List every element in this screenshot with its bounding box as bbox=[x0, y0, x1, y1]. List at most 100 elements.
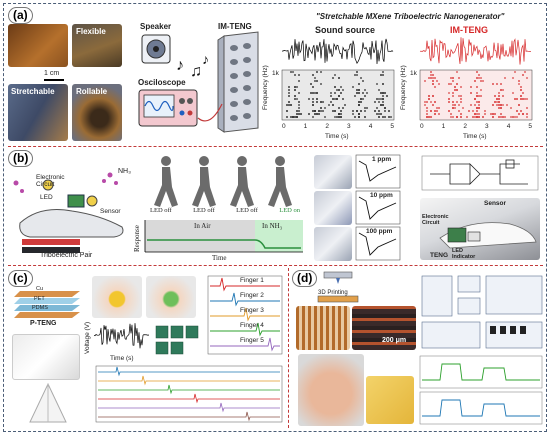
spectrogram-cell bbox=[498, 101, 500, 103]
spectrogram-cell bbox=[498, 92, 500, 94]
spectrogram-cell bbox=[324, 116, 326, 118]
spectrogram-cell bbox=[478, 104, 480, 106]
spectrogram-cell bbox=[288, 104, 290, 106]
spectrogram-cell bbox=[318, 110, 320, 112]
spectrogram-cell bbox=[298, 92, 300, 94]
circuit-teng-label: TENG bbox=[430, 252, 449, 259]
speaker-icon bbox=[141, 34, 171, 64]
im-teng-waveform bbox=[419, 37, 532, 65]
spectrogram-cell bbox=[450, 116, 452, 118]
waveform-trace bbox=[281, 38, 394, 65]
spectrogram-cell bbox=[452, 101, 454, 103]
spectrogram-cell bbox=[354, 95, 356, 97]
response-plot bbox=[144, 220, 303, 253]
svg-text:♪: ♪ bbox=[176, 57, 184, 74]
spectrogram-cell bbox=[468, 110, 470, 112]
spectrogram-cell bbox=[510, 107, 512, 109]
spectrogram-cell bbox=[476, 95, 478, 97]
waveform-trace bbox=[419, 37, 532, 65]
folded-fabric-icon bbox=[29, 382, 67, 423]
spectrogram-cell bbox=[294, 74, 296, 76]
channel-trace bbox=[98, 411, 280, 422]
spectrogram-cell bbox=[460, 101, 462, 103]
spectrogram-cell bbox=[456, 83, 458, 85]
ppm-label-3: 100 ppm bbox=[366, 228, 393, 235]
spectrogram-cell bbox=[526, 113, 528, 115]
spectrogram-cell bbox=[500, 113, 502, 115]
gesture-plot-frame bbox=[419, 391, 543, 425]
spectrogram-cell bbox=[332, 77, 334, 79]
spectrogram-cell bbox=[500, 104, 502, 106]
spectrogram-cell bbox=[514, 98, 516, 100]
spectrogram-cell bbox=[308, 113, 310, 115]
spectrogram-cell bbox=[354, 116, 356, 118]
spectrogram-cell bbox=[334, 86, 336, 88]
spectrogram-cell bbox=[482, 116, 484, 118]
spectrogram-cell bbox=[458, 95, 460, 97]
spectrogram-cell bbox=[340, 116, 342, 118]
spectrogram-cell bbox=[456, 101, 458, 103]
gesture-trace bbox=[422, 363, 540, 381]
spectrogram-cell bbox=[364, 89, 366, 91]
time-tick: 2 bbox=[325, 123, 329, 130]
p-teng-label: P-TENG bbox=[30, 320, 57, 327]
im-teng-device-label: IM-TENG bbox=[218, 22, 252, 31]
spectrogram-cell bbox=[356, 92, 358, 94]
spectrogram-cell bbox=[352, 110, 354, 112]
spectrogram-cell bbox=[490, 113, 492, 115]
spectrogram-cell bbox=[498, 95, 500, 97]
spectrogram-cell bbox=[502, 95, 504, 97]
channel-trace bbox=[98, 384, 280, 395]
spectrogram-cell bbox=[358, 83, 360, 85]
spectrogram-cell bbox=[448, 83, 450, 85]
led-state-row: LED off LED off LED off LED on bbox=[150, 207, 300, 214]
spectrogram-cell bbox=[378, 113, 380, 115]
spectrogram-cell bbox=[522, 113, 524, 115]
sensor-photo-2 bbox=[314, 191, 352, 225]
layer-pet: PET bbox=[34, 296, 45, 302]
spectrogram-cell bbox=[512, 92, 514, 94]
spectrogram-cell bbox=[296, 110, 298, 112]
spectrogram-cell bbox=[524, 98, 526, 100]
spectrogram-cell bbox=[520, 86, 522, 88]
spectrogram-cell bbox=[476, 86, 478, 88]
spectrogram-cell bbox=[382, 101, 384, 103]
spectrogram-cell bbox=[424, 101, 426, 103]
spectrogram-cell bbox=[436, 110, 438, 112]
spectrogram-cell bbox=[382, 92, 384, 94]
spectrogram-cell bbox=[498, 116, 500, 118]
spectrogram-cell bbox=[480, 77, 482, 79]
spectrogram-cell bbox=[386, 95, 388, 97]
spectrogram-cell bbox=[426, 113, 428, 115]
spectrogram-cell bbox=[430, 71, 432, 73]
in-nh3-label: In NH₃ bbox=[262, 222, 283, 230]
im-teng-spectrogram bbox=[419, 69, 533, 121]
teng-freq-tick: 1k bbox=[410, 70, 417, 77]
spectrogram-cell bbox=[428, 116, 430, 118]
spectrogram-cell bbox=[312, 101, 314, 103]
spectrogram-cell bbox=[430, 101, 432, 103]
spectrogram-cell bbox=[298, 110, 300, 112]
spectrogram-cell bbox=[514, 71, 516, 73]
spectrogram-cell bbox=[494, 95, 496, 97]
spectrogram-cell bbox=[296, 116, 298, 118]
spectrogram-cell bbox=[316, 80, 318, 82]
music-notes-icon: ♪ ♫ ♪ bbox=[176, 51, 209, 80]
spectrogram-cell bbox=[482, 80, 484, 82]
spectrogram-cell bbox=[424, 80, 426, 82]
hand-ball-photo-1 bbox=[92, 276, 142, 318]
spectrogram-cell bbox=[430, 110, 432, 112]
spectrogram-cell bbox=[448, 101, 450, 103]
spectrogram-cell bbox=[352, 86, 354, 88]
spectrogram-cell bbox=[338, 89, 340, 91]
spectrogram-cell bbox=[314, 113, 316, 115]
spectrogram-cell bbox=[342, 98, 344, 100]
spectrogram-cell bbox=[352, 113, 354, 115]
spectrogram-cell bbox=[506, 104, 508, 106]
spectrogram-cell bbox=[334, 110, 336, 112]
finger-trace bbox=[210, 337, 280, 352]
spectrogram-cell bbox=[376, 107, 378, 109]
sound-source-title: Sound source bbox=[315, 25, 376, 35]
spectrogram-cell bbox=[430, 74, 432, 76]
spectrogram-cell bbox=[430, 77, 432, 79]
